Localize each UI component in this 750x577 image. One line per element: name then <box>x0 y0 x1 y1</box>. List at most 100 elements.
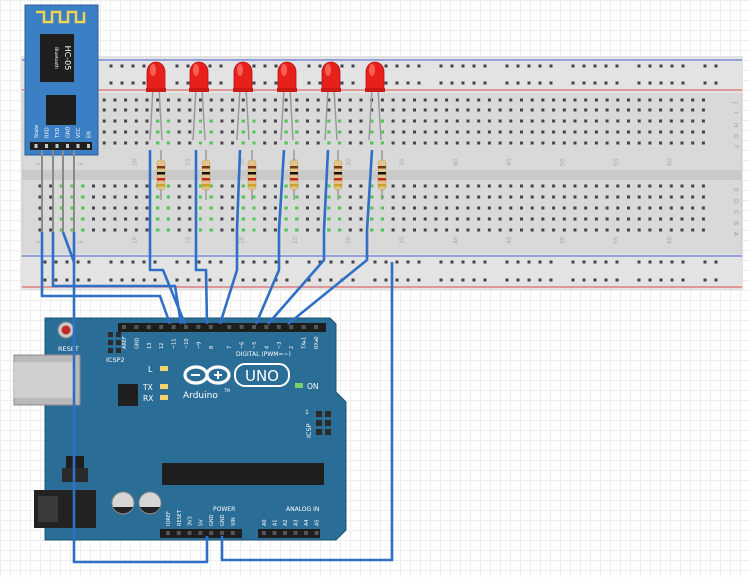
digital-pin <box>301 325 306 329</box>
hole <box>552 130 556 134</box>
hole <box>520 206 523 210</box>
hole <box>402 206 406 210</box>
on-label: ON <box>307 382 319 391</box>
rail-hole <box>153 278 157 282</box>
icsp-pin-one: 1 <box>305 409 309 416</box>
hole <box>306 108 309 112</box>
rail-hole <box>505 278 509 282</box>
hole-active <box>166 217 170 221</box>
rail-hole <box>120 64 124 68</box>
rail-hole <box>252 64 256 68</box>
hole <box>188 141 192 145</box>
hole <box>659 141 663 145</box>
column-number: 60 <box>666 158 673 166</box>
row-letter: J <box>732 101 739 104</box>
hole <box>445 228 449 232</box>
rail-hole <box>483 81 487 85</box>
rail-hole <box>538 81 542 85</box>
rail-hole <box>472 64 476 68</box>
hole <box>402 98 406 102</box>
hole-active <box>380 228 384 232</box>
rail-hole <box>549 64 553 68</box>
hole <box>541 98 545 102</box>
wire-led1 <box>148 230 187 325</box>
column-number: 55 <box>613 158 620 166</box>
hole <box>241 98 245 102</box>
hole-active <box>284 119 288 123</box>
hole <box>263 141 267 145</box>
hole <box>562 119 566 123</box>
hole <box>637 195 641 199</box>
rail-hole <box>472 260 476 264</box>
rail-hole <box>516 64 520 68</box>
hole <box>434 184 438 188</box>
wire-led-leg <box>235 149 242 231</box>
resistor-band <box>157 166 165 169</box>
resistor-band <box>202 172 210 175</box>
hc05-model: HC-05 <box>63 46 72 71</box>
rail-hole <box>285 260 289 264</box>
reset-label: RESET <box>58 345 79 353</box>
hole-active <box>338 206 342 210</box>
rail-hole <box>186 278 190 282</box>
hole <box>594 228 598 232</box>
led-rim <box>146 88 166 92</box>
hole <box>306 130 309 134</box>
hole <box>627 184 630 188</box>
led-lead <box>368 87 373 141</box>
wire-bt-tx <box>40 232 172 325</box>
rail-hole <box>659 260 663 264</box>
hole <box>413 108 416 112</box>
hole-active <box>295 119 299 123</box>
hole <box>402 228 406 232</box>
hole <box>520 217 523 221</box>
rail-hole <box>219 64 223 68</box>
rail-hole <box>461 64 465 68</box>
digital-pin-label: ~10 <box>184 338 190 349</box>
hole <box>295 98 299 102</box>
rail-hole <box>593 64 597 68</box>
wire-led-leg <box>365 149 374 231</box>
hole <box>530 108 534 112</box>
rail-hole <box>714 278 718 282</box>
hole <box>627 130 630 134</box>
hole <box>487 98 491 102</box>
icsp-pin <box>316 411 322 417</box>
rail-hole <box>208 81 212 85</box>
hole <box>455 119 459 123</box>
hole <box>605 141 609 145</box>
hole <box>348 130 352 134</box>
hole <box>637 206 641 210</box>
hole-active <box>327 195 331 199</box>
hole-active <box>327 217 331 221</box>
hole <box>616 108 620 112</box>
hole <box>92 228 95 232</box>
hole <box>487 141 491 145</box>
hole <box>616 184 620 188</box>
rail-hole <box>285 278 289 282</box>
digital-pin <box>227 325 232 329</box>
hole <box>359 184 363 188</box>
digital-pin-label: ~5 <box>252 342 258 349</box>
hole <box>466 228 470 232</box>
hole <box>552 206 556 210</box>
usb-chip <box>118 384 138 406</box>
rail-hole <box>505 260 509 264</box>
icsp2-pin <box>108 340 113 345</box>
hole <box>177 108 181 112</box>
hole-active <box>327 206 331 210</box>
bottom-power-rail <box>22 254 742 289</box>
rail-hole <box>384 64 388 68</box>
resistor-band <box>248 172 256 175</box>
hole <box>594 108 598 112</box>
capacitor-2-stripe <box>140 507 160 514</box>
hc05-antenna <box>36 10 86 24</box>
hole <box>348 119 352 123</box>
hole <box>659 228 663 232</box>
hole <box>423 195 427 199</box>
hole-active <box>338 141 342 145</box>
rail-hole <box>395 260 399 264</box>
hole-active <box>370 130 374 134</box>
hole <box>102 206 106 210</box>
rail-hole <box>186 81 190 85</box>
